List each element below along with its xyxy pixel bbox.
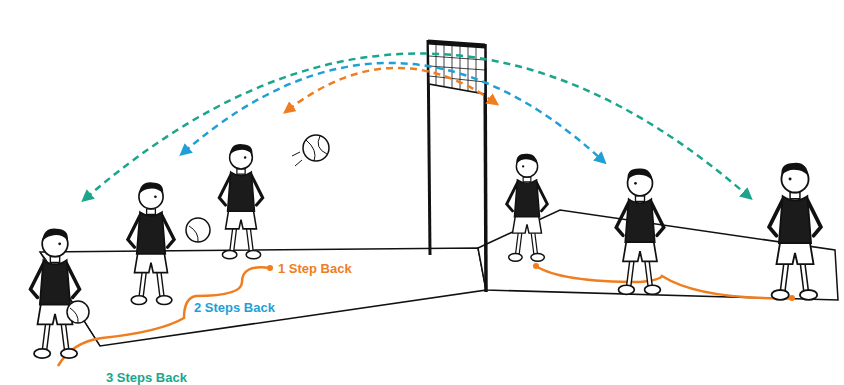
ball-seam	[189, 226, 198, 242]
player-figure	[128, 182, 174, 304]
step-label: 3 Steps Back	[106, 371, 187, 384]
volleyball	[186, 218, 210, 242]
step-path	[58, 267, 270, 366]
player-group	[507, 154, 821, 300]
step-dot	[267, 265, 273, 271]
step-dot	[789, 295, 795, 301]
ball-seam	[306, 136, 327, 161]
volleyball	[67, 301, 89, 323]
player-figure	[507, 154, 548, 261]
step-dot	[533, 263, 539, 269]
step-label: 1 Step Back	[278, 262, 352, 275]
step-path	[536, 266, 792, 298]
volleyball	[303, 135, 329, 161]
player-figure	[31, 229, 80, 359]
net-tape	[428, 42, 485, 46]
court-floor	[40, 248, 486, 346]
step-label: 2 Steps Back	[194, 301, 275, 314]
player-figure	[219, 144, 262, 259]
motion-line	[292, 152, 302, 166]
player-figure	[769, 163, 821, 300]
player-figure	[616, 168, 664, 294]
ball-seam	[70, 308, 78, 323]
